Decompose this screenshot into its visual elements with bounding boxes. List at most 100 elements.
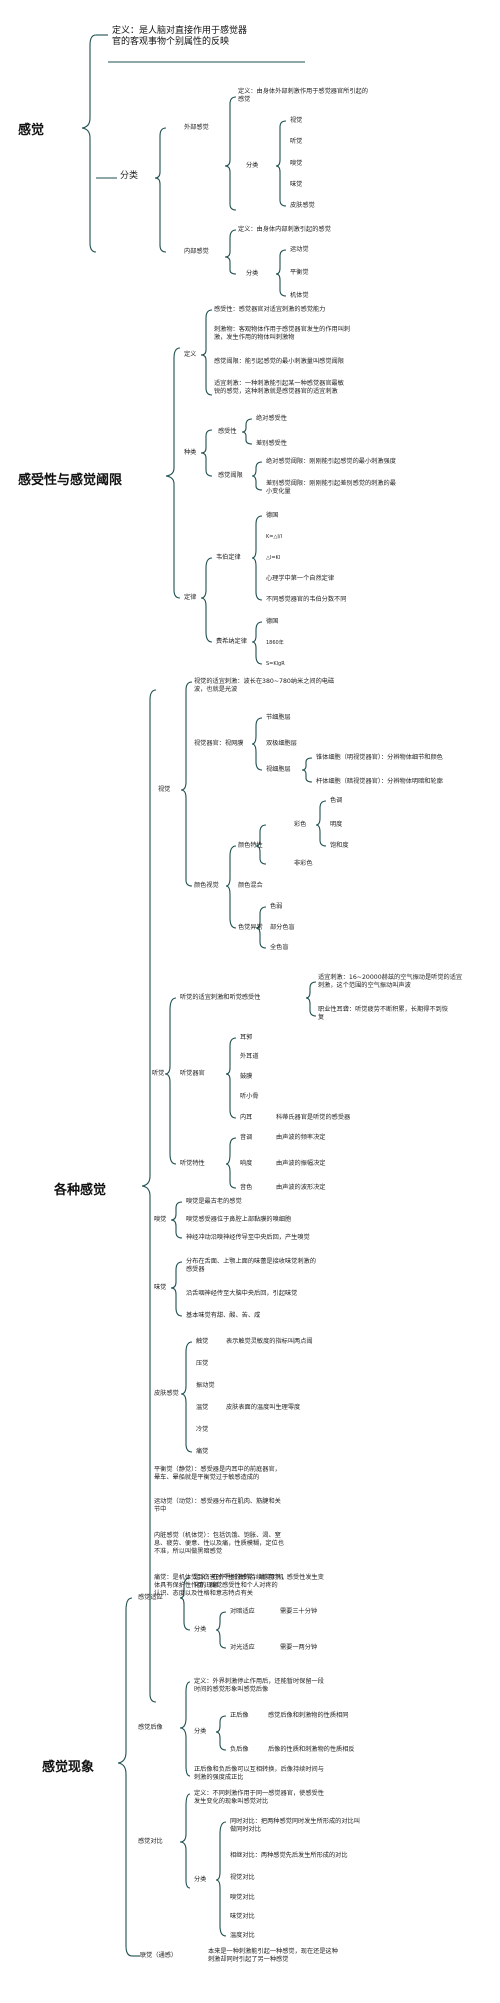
s4-db-t1: 同时对比：把两种感觉同时发生所形成的对比叫 做同时对比: [230, 1818, 360, 1833]
s4-sy-fenlei: 分类: [194, 1626, 207, 1633]
brace-sjqg: [251, 717, 263, 771]
s3-pf-item-0: 触觉: [196, 1338, 209, 1345]
s3-tingjue: 听觉: [152, 1070, 165, 1077]
brace-s4: [117, 1597, 133, 1957]
s1-nei-item-0: 运动觉: [290, 246, 309, 253]
section-title-gezhongganjue: 各种感觉: [54, 1183, 107, 1198]
s3-tjqg: 听觉器官: [180, 1070, 205, 1077]
s2-zhonglei: 种类: [184, 449, 197, 456]
s4-sy-an: 对暗适应: [230, 1608, 255, 1615]
brace-wai: [224, 96, 237, 211]
s4-db-def: 定义：不同刺激作用于同一感觉器官，使感受性 发生变化的现象叫感觉对比: [194, 1790, 324, 1805]
s3-ysjj: 颜色视觉: [194, 882, 219, 889]
s3-yundongjue: 运动觉（动觉）：感受器分布在肌肉、筋腱和关 节中: [154, 1498, 281, 1513]
s3-tjtx-note-0: 由声波的频率决定: [276, 1134, 326, 1141]
s2-dinglv: 定律: [184, 594, 197, 601]
s1-wai-item-1: 听觉: [290, 138, 303, 145]
s2-d1: 感受性：感觉器官对适宜刺激的感觉能力: [214, 306, 326, 313]
s3-tjqg-item-4: 内耳: [240, 1114, 253, 1121]
s4-lianjue: 联觉（通感）: [140, 1952, 178, 1959]
s2-fechner-item-2: S=KlgR: [266, 661, 285, 667]
s3-sjyc-item-0: 色弱: [270, 903, 283, 910]
s3-yshh: 颜色混合: [238, 882, 263, 889]
s3-caise-item-2: 饱和度: [330, 842, 349, 849]
s3-feicaise: 非彩色: [294, 860, 313, 867]
brace-gsx: [241, 418, 253, 445]
brace-shijue: [180, 681, 193, 887]
s3-sj1: 视觉的适宜刺激：波长在380~780纳米之间的电磁 波，也就是光波: [194, 678, 335, 693]
s3-sjxb-1: 锥体细胞（明视觉器官）：分辨物体细节和颜色: [316, 754, 443, 761]
brace-sy-fenlei: [215, 1611, 227, 1649]
s1-wai: 外部感觉: [184, 124, 209, 131]
brace-hx-fenlei: [215, 1715, 227, 1751]
brace-db: [179, 1793, 191, 1889]
brace-pfgj: [180, 1341, 193, 1453]
s3-tjtx-item-1: 响度: [240, 1160, 253, 1167]
s4-lianjue-note: 本来是一种刺激能引起一种感觉，现在还是这种 刺激却同时引起了另一种感觉: [208, 1948, 338, 1963]
brace-ystx: [255, 824, 267, 865]
brace-nei-fenlei: [275, 249, 287, 297]
s1-wai-def: 定义：由身体外部刺激作用于感觉器官所引起的 感觉: [238, 88, 368, 103]
s2-gsx-item-0: 绝对感受性: [256, 415, 287, 422]
s4-hx-fu: 负后像: [230, 1746, 249, 1753]
brace-zhonglei: [200, 429, 213, 477]
s3-caise-item-0: 色调: [330, 797, 343, 804]
s2-weber-item-3: 心理学中第一个自然定律: [266, 575, 335, 582]
s3-ystx: 颜色特性: [238, 842, 263, 849]
s3-xj-item-1: 嗅觉感受器位于鼻腔上部黏膜的嗅细胞: [186, 1216, 292, 1223]
s4-hx-fenlei: 分类: [194, 1728, 207, 1735]
s1-nei: 内部感觉: [184, 248, 209, 255]
s3-tj-sy-1: 适宜刺激：16~20000赫兹的空气振动是听觉的适宜 刺激，这个范围的空气振动叫…: [318, 974, 463, 989]
s3-sjyc: 色觉异常: [238, 924, 263, 931]
s3-sjxb: 视细胞层: [266, 766, 291, 773]
s2-dingyi: 定义: [184, 351, 197, 358]
brace-s1-fenlei: [154, 127, 167, 253]
s3-xj-item-2: 神经冲动沿嗅神经传导至中央后回，产生嗅觉: [186, 1234, 310, 1241]
s1-nei-def: 定义：由身体内部刺激引起的感觉: [238, 226, 331, 233]
brace-wai-fenlei: [275, 120, 287, 207]
s4-sy-def: 定义：在外界刺激的持续作用下，感受性发生变 化的现象: [194, 1574, 324, 1589]
s1-wai-fenlei: 分类: [246, 162, 259, 169]
s3-neizang: 内脏感觉（机体觉）：包括饥饿、饱胀、渴、窒 息、疲劳、便意、性以及痛，性质模糊，…: [154, 1532, 284, 1555]
s3-caise: 彩色: [294, 821, 307, 828]
s3-sjqg: 视觉器官：视网膜: [194, 740, 244, 747]
brace-db-fenlei: [215, 1821, 227, 1937]
s2-gsx: 感受性: [218, 428, 237, 435]
s2-gsx-item-1: 差别感受性: [256, 440, 287, 447]
s2-fechner: 费希纳定律: [216, 638, 247, 645]
s4-sy-guang-note: 需要一两分钟: [280, 1644, 318, 1651]
s3-tjqg-item-3: 听小骨: [240, 1093, 259, 1100]
s2-weber-item-2: △I=KI: [266, 555, 281, 561]
brace-tjqg: [225, 1037, 237, 1119]
brace-s2: [165, 347, 181, 599]
s3-pfgj: 皮肤感觉: [154, 1390, 179, 1397]
s3-tjqg-item-2: 鼓膜: [240, 1073, 253, 1080]
s1-nei-item-2: 机体觉: [290, 292, 309, 299]
s3-tjqg-item-1: 外耳道: [240, 1053, 259, 1060]
s3-tongjue: 痛觉：是机体受到伤害时产生的感觉，痛觉对机 体具有保护性作用，痛觉感受性和个人对…: [154, 1574, 284, 1597]
s4-db-t2: 相继对比：两种感觉先后发生所形成的对比: [230, 1852, 348, 1859]
section-title-ganjuexianxiang: 感觉现象: [42, 1760, 95, 1775]
brace-xiujue: [170, 1201, 183, 1239]
s4-hx-def: 定义：外界刺激停止作用后，还能暂时保留一段 时间的感觉形象叫感觉后像: [194, 1678, 324, 1693]
s4-hx: 感觉后像: [138, 1724, 163, 1731]
title-note: 定义：是人脑对直接作用于感觉器 官的客观事物个别属性的反映: [112, 26, 248, 47]
s2-weber-item-1: K=△I/I: [266, 534, 282, 540]
s3-pinghengjue: 平衡觉（静觉）：感受器是内耳中的前庭器官， 晕车、晕船就是平衡觉过于敏感造成的: [154, 1466, 281, 1481]
s3-sjqg-item-0: 节细胞层: [266, 714, 291, 721]
s4-sy-an-note: 需要三十分钟: [280, 1608, 318, 1615]
s1-wai-item-4: 皮肤感觉: [290, 202, 315, 209]
brace-s1: [81, 34, 97, 253]
section-title-ganshouxing: 感受性与感觉阈限: [18, 473, 123, 488]
s3-tjtx-note-1: 由声波的振幅决定: [276, 1160, 326, 1167]
s4-hx-note: 正后像和负后像可以互相转换，后像持续时间与 刺激的强度成正比: [194, 1766, 324, 1781]
brace-weijue: [170, 1261, 183, 1317]
brace-tj-sy: [305, 981, 317, 1017]
s4-db-item-0: 视觉对比: [230, 1874, 255, 1881]
s2-d2: 刺激物：客观物体作用于感觉器官发生的作用叫刺 激，发生作用的物体叫刺激物: [214, 326, 351, 341]
brace-sjxb: [301, 757, 313, 783]
brace-nei: [224, 229, 237, 275]
s2-weber-item-0: 德国: [266, 512, 279, 519]
s1-nei-fenlei: 分类: [246, 270, 259, 277]
s3-pf-item-1: 压觉: [196, 1360, 209, 1367]
